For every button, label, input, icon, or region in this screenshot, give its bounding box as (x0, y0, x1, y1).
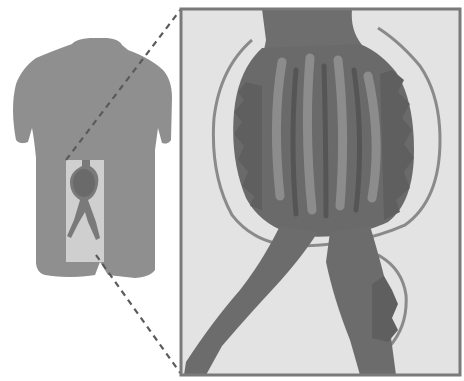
torso-silhouette (13, 38, 172, 278)
streak-3 (338, 60, 343, 206)
streak-2 (307, 58, 312, 210)
magnified-panel (181, 9, 460, 375)
dark-streak-2 (324, 66, 326, 216)
mini-aneurysm (73, 169, 95, 197)
